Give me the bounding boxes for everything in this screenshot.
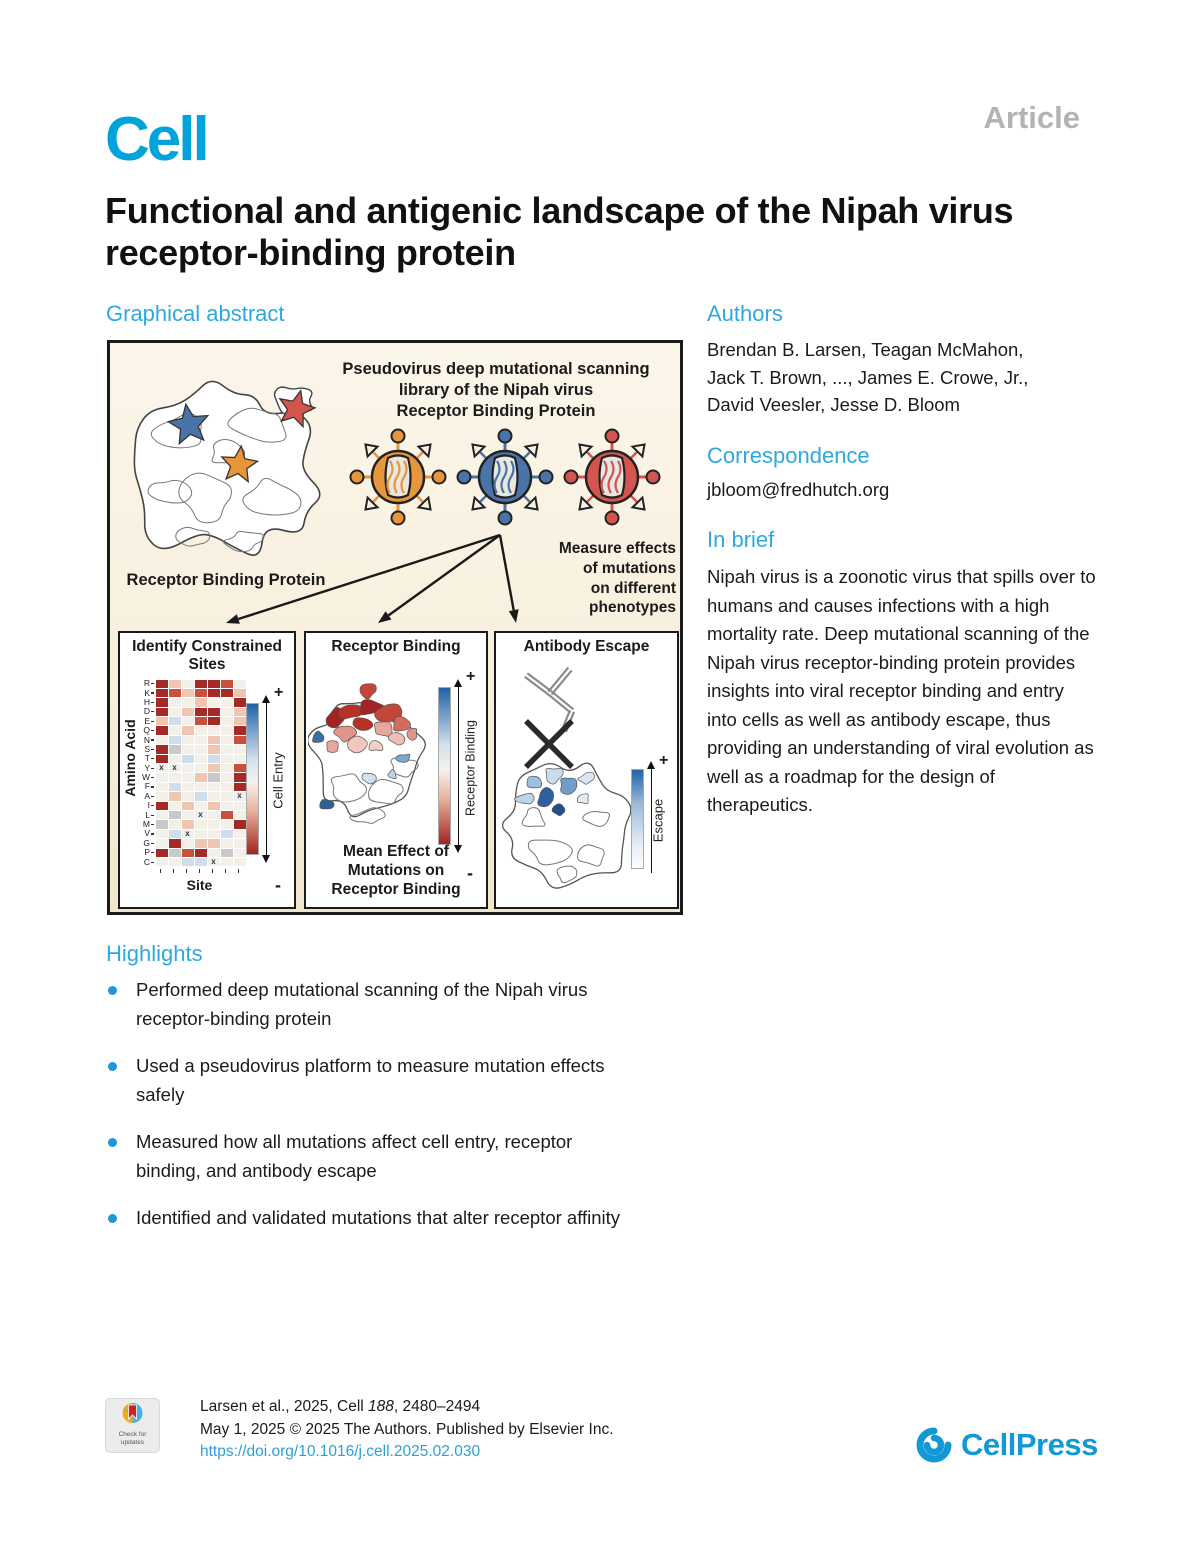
highlights-list: Performed deep mutational scanning of th… xyxy=(106,976,620,1252)
binding-protein-illustration xyxy=(308,683,426,824)
pseudovirus-caption: Pseudovirus deep mutational scanning lib… xyxy=(342,360,650,421)
plus-label: + xyxy=(274,684,284,701)
colorbar-arrow xyxy=(646,761,655,873)
author-line: David Veesler, Jesse D. Bloom xyxy=(707,394,960,415)
cell-journal-logo: Cell xyxy=(105,105,210,174)
colorbar-gradient xyxy=(246,703,259,855)
protein-label: Receptor Binding Protein xyxy=(126,571,326,589)
measure-effects-caption: Measure effects of mutations on differen… xyxy=(558,540,676,617)
receptor-binding-colorbar: + Receptor Binding - xyxy=(436,668,484,883)
panel-title: Receptor Binding xyxy=(331,638,461,655)
highlight-item: Measured how all mutations affect cell e… xyxy=(106,1128,620,1185)
receptor-binding-protein-illustration xyxy=(133,380,321,556)
colorbar-label: Escape xyxy=(650,798,666,843)
author-line: Jack T. Brown, ..., James E. Crowe, Jr., xyxy=(707,366,1029,388)
bullet-icon xyxy=(108,986,117,995)
cell-entry-colorbar: + Cell Entry - xyxy=(244,684,292,895)
panel-title: Antibody Escape xyxy=(523,638,650,655)
antibody-escape-illustration xyxy=(501,666,632,889)
bullet-icon xyxy=(108,1062,117,1071)
in-brief-heading: In brief xyxy=(707,527,775,552)
panel-receptor-binding: Receptor Binding + Receptor Binding - Me… xyxy=(304,631,488,909)
flow-arrows xyxy=(226,533,519,624)
correspondence-heading: Correspondence xyxy=(707,443,870,468)
cellpress-wordmark: CellPress xyxy=(961,1427,1098,1462)
pseudovirus-icon-blue xyxy=(455,427,555,527)
cellpress-logo: CellPress xyxy=(913,1424,1098,1466)
minus-label: - xyxy=(467,863,473,883)
colorbar-gradient xyxy=(438,687,451,845)
article-type-label: Article xyxy=(983,100,1080,135)
panel-antibody-escape: Antibody Escape + Escape xyxy=(494,631,679,909)
author-list: Brendan B. Larsen, Teagan McMahon, Jack … xyxy=(707,336,1097,419)
graphical-abstract-heading: Graphical abstract xyxy=(106,301,285,326)
citation-block: Larsen et al., 2025, Cell 188, 2480–2494… xyxy=(200,1396,614,1464)
highlight-item: Performed deep mutational scanning of th… xyxy=(106,976,620,1033)
colorbar-arrow xyxy=(261,695,270,863)
citation-line: Larsen et al., 2025, Cell 188, 2480–2494 xyxy=(200,1398,481,1415)
graphical-abstract: Pseudovirus deep mutational scanning lib… xyxy=(107,340,683,915)
bullet-icon xyxy=(108,1138,117,1147)
pseudovirus-icon-red xyxy=(562,427,662,527)
in-brief-text: Nipah virus is a zoonotic virus that spi… xyxy=(707,566,1096,815)
heatmap-ticks xyxy=(154,869,245,873)
check-for-updates-badge[interactable]: Check for updates xyxy=(105,1398,160,1453)
colorbar-label: Cell Entry xyxy=(270,752,286,809)
panel-title: Identify Constrained Sites xyxy=(132,638,282,673)
author-line: Brendan B. Larsen, Teagan McMahon, xyxy=(707,339,1024,360)
amino-acid-axis-label: Amino Acid xyxy=(122,719,138,797)
highlights-heading: Highlights xyxy=(106,941,203,966)
badge-label: Check for xyxy=(118,1431,147,1438)
site-axis-label: Site xyxy=(186,877,213,893)
escape-colorbar: + Escape xyxy=(629,752,677,891)
bullet-icon xyxy=(108,1214,117,1223)
correspondence-email[interactable]: jbloom@fredhutch.org xyxy=(707,479,890,500)
paper-title: Functional and antigenic landscape of th… xyxy=(105,190,1014,274)
cellpress-swirl-icon xyxy=(916,1427,952,1463)
plus-label: + xyxy=(659,752,669,769)
copyright-line: May 1, 2025 © 2025 The Authors. Publishe… xyxy=(200,1420,614,1438)
highlight-item: Identified and validated mutations that … xyxy=(106,1204,620,1233)
authors-heading: Authors xyxy=(707,301,783,326)
colorbar-gradient xyxy=(631,769,644,869)
doi-link[interactable]: https://doi.org/10.1016/j.cell.2025.02.0… xyxy=(200,1443,481,1460)
highlight-item: Used a pseudovirus platform to measure m… xyxy=(106,1052,620,1109)
plus-label: + xyxy=(466,668,476,685)
binding-caption: Mean Effect of Mutations on Receptor Bin… xyxy=(331,843,461,899)
colorbar-arrow xyxy=(453,679,462,853)
minus-label: - xyxy=(275,875,281,895)
pseudovirus-icon-orange xyxy=(348,427,448,527)
check-for-updates-icon xyxy=(122,1403,143,1423)
colorbar-label: Receptor Binding xyxy=(463,720,478,816)
